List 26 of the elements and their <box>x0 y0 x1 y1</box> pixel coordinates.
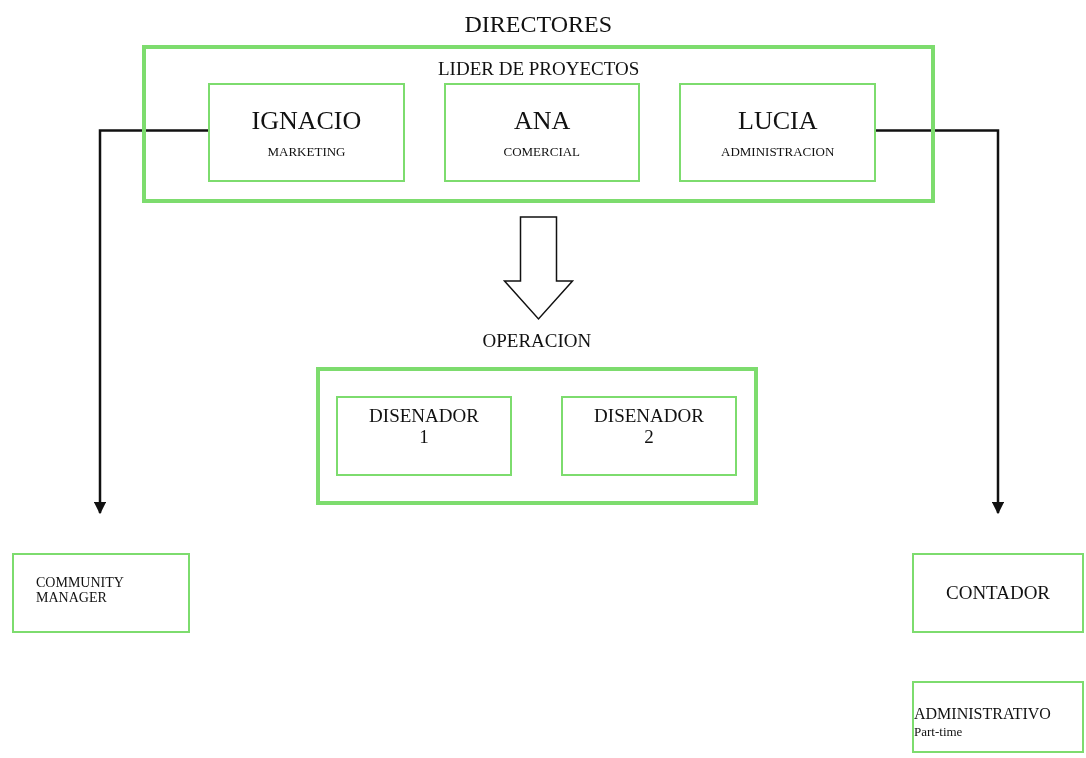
role-title: CONTADOR <box>946 583 1051 604</box>
role-subtitle: MARKETING <box>267 145 346 160</box>
block-arrow <box>502 216 575 321</box>
role-title: DISENADOR 2 <box>593 406 705 448</box>
role-box <box>912 553 1084 633</box>
role-title: COMMUNITY MANAGER <box>36 575 125 606</box>
role-subtitle: COMERCIAL <box>503 145 581 160</box>
role-box <box>679 83 876 182</box>
role-box <box>12 553 190 633</box>
role-subtitle: ADMINISTRACION <box>721 145 835 160</box>
role-box <box>912 681 1084 753</box>
role-title: DISENADOR 1 <box>368 406 480 448</box>
role-box <box>561 396 737 476</box>
group-heading: DIRECTORES <box>464 11 613 38</box>
role-title: LUCIA <box>738 107 818 136</box>
role-box <box>444 83 640 182</box>
role-title: IGNACIO <box>251 107 362 136</box>
group-heading: OPERACION <box>482 331 592 352</box>
role-title: ANA <box>514 107 571 136</box>
role-subtitle: LIDER DE PROYECTOS <box>438 59 640 80</box>
role-subtitle: Part-time <box>914 725 963 740</box>
role-title: ADMINISTRATIVO <box>914 705 1051 723</box>
role-box <box>208 83 405 182</box>
arrow <box>876 129 1005 515</box>
role-box <box>336 396 512 476</box>
arrow <box>93 129 208 515</box>
